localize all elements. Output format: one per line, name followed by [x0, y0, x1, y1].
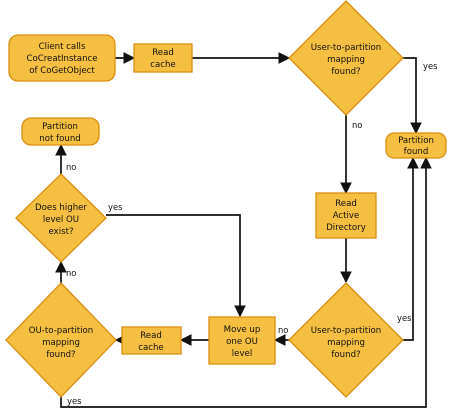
node-partition-not-found: Partition not found [21, 117, 100, 146]
node-read-cache-bottom: Read cache [121, 326, 182, 355]
node-read-active-directory: Read Active Directory [315, 192, 377, 239]
label-yes-bottom-right: yes [397, 313, 411, 323]
node-user-mapping-top-line2: mapping [327, 55, 365, 65]
node-higher-ou: Does higher level OU exist? [15, 173, 107, 263]
label-yes-top: yes [423, 61, 437, 71]
label-no-top: no [352, 120, 362, 130]
node-read-ad-line3: Directory [326, 223, 366, 233]
node-read-cache-top-line2: cache [150, 60, 175, 70]
node-user-mapping-top-line1: User-to-partition [311, 43, 382, 53]
node-read-cache-top-line1: Read [152, 48, 174, 58]
node-higher-ou-line3: exist? [48, 227, 73, 237]
node-partition-not-found-line2: not found [39, 134, 80, 144]
edge-higherou-yes-to-moveup [106, 214, 246, 318]
node-user-mapping-bottom-line2: mapping [327, 338, 365, 348]
edge-usermapping-yes-to-partitionfound [403, 57, 422, 135]
node-client-calls-line1: Client calls [39, 42, 86, 52]
node-higher-ou-line2: level OU [43, 215, 79, 225]
node-read-cache-bottom-line2: cache [138, 343, 163, 353]
node-read-cache-top: Read cache [133, 43, 193, 73]
node-move-up-ou-line1: Move up [224, 325, 261, 335]
node-partition-found-line2: found [404, 147, 429, 157]
label-yes-oumapping: yes [67, 396, 81, 406]
node-user-mapping-top: User-to-partition mapping found? [288, 0, 404, 116]
node-client-calls-line3: of CoGetObject [29, 66, 95, 76]
node-client-calls: Client calls CoCreatInstance of CoGetObj… [8, 34, 116, 82]
node-client-calls-line2: CoCreatInstance [26, 54, 97, 64]
label-no-oumapping: no [66, 268, 76, 278]
label-no-bottom-middle: no [278, 325, 288, 335]
node-user-mapping-bottom: User-to-partition mapping found? [288, 282, 404, 398]
node-user-mapping-bottom-line1: User-to-partition [311, 326, 382, 336]
node-partition-found: Partition found [385, 132, 447, 159]
node-move-up-ou: Move up one OU level [208, 316, 276, 365]
node-partition-not-found-line1: Partition [42, 122, 78, 132]
node-read-cache-bottom-line1: Read [140, 331, 162, 341]
label-no-higherou: no [66, 162, 76, 172]
label-yes-higherou: yes [108, 202, 122, 212]
edge-labels: yes no yes no yes no no yes [66, 61, 437, 406]
node-user-mapping-bottom-line3: found? [331, 350, 360, 360]
node-move-up-ou-line3: level [232, 349, 252, 359]
node-read-ad-line1: Read [335, 199, 357, 209]
node-ou-mapping-line2: mapping [42, 338, 80, 348]
node-user-mapping-top-line3: found? [331, 67, 360, 77]
edge-oumapping-yes-to-partitionfound [60, 156, 432, 408]
node-ou-mapping: OU-to-partition mapping found? [5, 282, 117, 398]
node-move-up-ou-line2: one OU [226, 337, 258, 347]
node-partition-found-line1: Partition [398, 136, 434, 146]
node-higher-ou-line1: Does higher [35, 203, 87, 213]
node-ou-mapping-line3: found? [46, 350, 75, 360]
node-read-ad-line2: Active [333, 211, 360, 221]
edge-usermapping-bottom-yes-to-partitionfound [403, 156, 419, 341]
node-ou-mapping-line1: OU-to-partition [29, 326, 94, 336]
edges [55, 52, 432, 408]
